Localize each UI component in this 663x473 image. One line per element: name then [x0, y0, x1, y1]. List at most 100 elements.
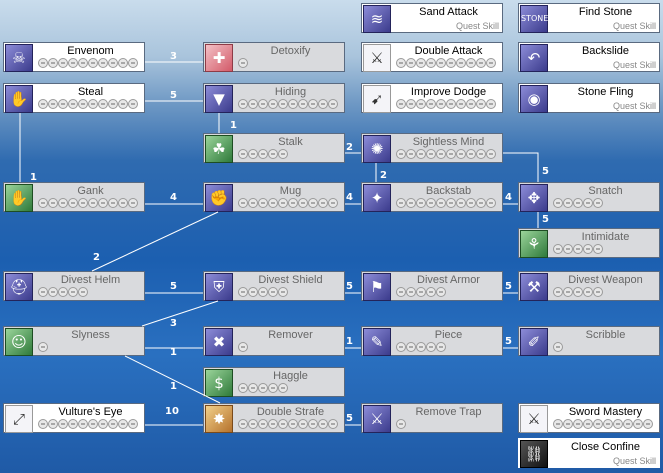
level-dot: [416, 198, 426, 208]
stalk-icon: ☘: [205, 135, 233, 163]
backstab-icon: ✦: [363, 184, 391, 212]
skill-name: Slyness: [71, 329, 110, 341]
level-dots: [238, 99, 338, 109]
skill-backslide[interactable]: ↶ Backslide Quest Skill: [518, 42, 660, 72]
skill-name: Sand Attack: [419, 6, 478, 18]
level-dot: [436, 198, 446, 208]
skill-scribble[interactable]: ✐ Scribble: [518, 326, 660, 356]
skill-divest-weapon[interactable]: ⚒ Divest Weapon: [518, 271, 660, 301]
level-dot: [248, 287, 258, 297]
skill-find-stone[interactable]: STONE Find Stone Quest Skill: [518, 3, 660, 33]
link-level: 1: [346, 336, 353, 347]
level-dot: [268, 198, 278, 208]
skill-divest-helm[interactable]: ⛑ Divest Helm: [3, 271, 145, 301]
skill-stalk[interactable]: ☘ Stalk: [203, 133, 345, 163]
intimidate-icon: ⚘: [520, 230, 548, 258]
level-dot: [633, 419, 643, 429]
skill-double-attack[interactable]: ⚔ Double Attack: [361, 42, 503, 72]
skill-stone-fling[interactable]: ◉ Stone Fling Quest Skill: [518, 83, 660, 113]
level-dot: [456, 198, 466, 208]
level-dot: [38, 287, 48, 297]
level-dot: [396, 149, 406, 159]
skill-snatch[interactable]: ✥ Snatch: [518, 182, 660, 212]
level-dot: [88, 419, 98, 429]
level-dot: [426, 58, 436, 68]
snatch-icon: ✥: [520, 184, 548, 212]
level-dot: [308, 419, 318, 429]
level-dot: [406, 287, 416, 297]
quest-label: Quest Skill: [455, 21, 499, 31]
skill-gank[interactable]: ✋ Gank: [3, 182, 145, 212]
level-dot: [238, 99, 248, 109]
level-dot: [108, 99, 118, 109]
skill-sightless-mind[interactable]: ✺ Sightless Mind: [361, 133, 503, 163]
level-dot: [583, 419, 593, 429]
skill-close-confine[interactable]: ⛓ Close Confine Quest Skill: [518, 438, 660, 468]
level-dot: [48, 287, 58, 297]
skill-remove-trap[interactable]: ⚔ Remove Trap: [361, 403, 503, 433]
level-dot: [436, 287, 446, 297]
sightless-icon: ✺: [363, 135, 391, 163]
level-dot: [78, 99, 88, 109]
skill-sand-attack[interactable]: ≋ Sand Attack Quest Skill: [361, 3, 503, 33]
link-level: 3: [170, 318, 177, 329]
level-dot: [258, 287, 268, 297]
skill-envenom[interactable]: ☠ Envenom: [3, 42, 145, 72]
skill-sword-mastery[interactable]: ⚔ Sword Mastery: [518, 403, 660, 433]
skill-name: Vulture's Eye: [58, 406, 123, 418]
skill-detoxify[interactable]: ✚ Detoxify: [203, 42, 345, 72]
skill-remover[interactable]: ✖ Remover: [203, 326, 345, 356]
skill-name: Envenom: [67, 45, 114, 57]
skill-name: Remove Trap: [415, 406, 482, 418]
level-dot: [38, 58, 48, 68]
link-line: [91, 211, 219, 272]
level-dot: [58, 287, 68, 297]
skill-steal[interactable]: ✋ Steal: [3, 83, 145, 113]
skill-intimidate[interactable]: ⚘ Intimidate: [518, 228, 660, 258]
level-dot: [298, 99, 308, 109]
skill-vultures-eye[interactable]: ⤢ Vulture's Eye: [3, 403, 145, 433]
link-level: 5: [346, 281, 353, 292]
level-dot: [613, 419, 623, 429]
skill-mug[interactable]: ✊ Mug: [203, 182, 345, 212]
skill-improve-dodge[interactable]: ➹ Improve Dodge: [361, 83, 503, 113]
link-level: 2: [380, 170, 387, 181]
skill-divest-shield[interactable]: ⛨ Divest Shield: [203, 271, 345, 301]
skill-divest-armor[interactable]: ⚑ Divest Armor: [361, 271, 503, 301]
level-dot: [328, 419, 338, 429]
skill-hiding[interactable]: ▼ Hiding: [203, 83, 345, 113]
skill-name: Find Stone: [578, 6, 633, 18]
level-dots: [238, 419, 338, 429]
fling-icon: ◉: [520, 85, 548, 113]
steal-icon: ✋: [5, 85, 33, 113]
skill-name: Improve Dodge: [410, 86, 487, 98]
skill-double-strafe[interactable]: ✸ Double Strafe: [203, 403, 345, 433]
poison-icon: ☠: [5, 44, 33, 72]
level-dot: [426, 149, 436, 159]
level-dots: [38, 58, 138, 68]
skill-name: Detoxify: [270, 45, 311, 57]
level-dots: [553, 287, 603, 297]
level-dot: [406, 99, 416, 109]
level-dot: [593, 287, 603, 297]
level-dot: [436, 99, 446, 109]
level-dot: [416, 58, 426, 68]
hiding-icon: ▼: [205, 85, 233, 113]
level-dot: [593, 244, 603, 254]
level-dot: [78, 198, 88, 208]
skill-haggle[interactable]: $ Haggle: [203, 367, 345, 397]
level-dot: [278, 419, 288, 429]
level-dot: [48, 198, 58, 208]
skill-slyness[interactable]: ☺ Slyness: [3, 326, 145, 356]
level-dots: [396, 58, 496, 68]
level-dot: [78, 287, 88, 297]
skill-name: Piece: [434, 329, 463, 341]
skill-piece[interactable]: ✎ Piece: [361, 326, 503, 356]
level-dot: [248, 419, 258, 429]
level-dot: [406, 58, 416, 68]
level-dot: [486, 58, 496, 68]
level-dot: [238, 198, 248, 208]
skill-backstab[interactable]: ✦ Backstab: [361, 182, 503, 212]
level-dot: [436, 342, 446, 352]
